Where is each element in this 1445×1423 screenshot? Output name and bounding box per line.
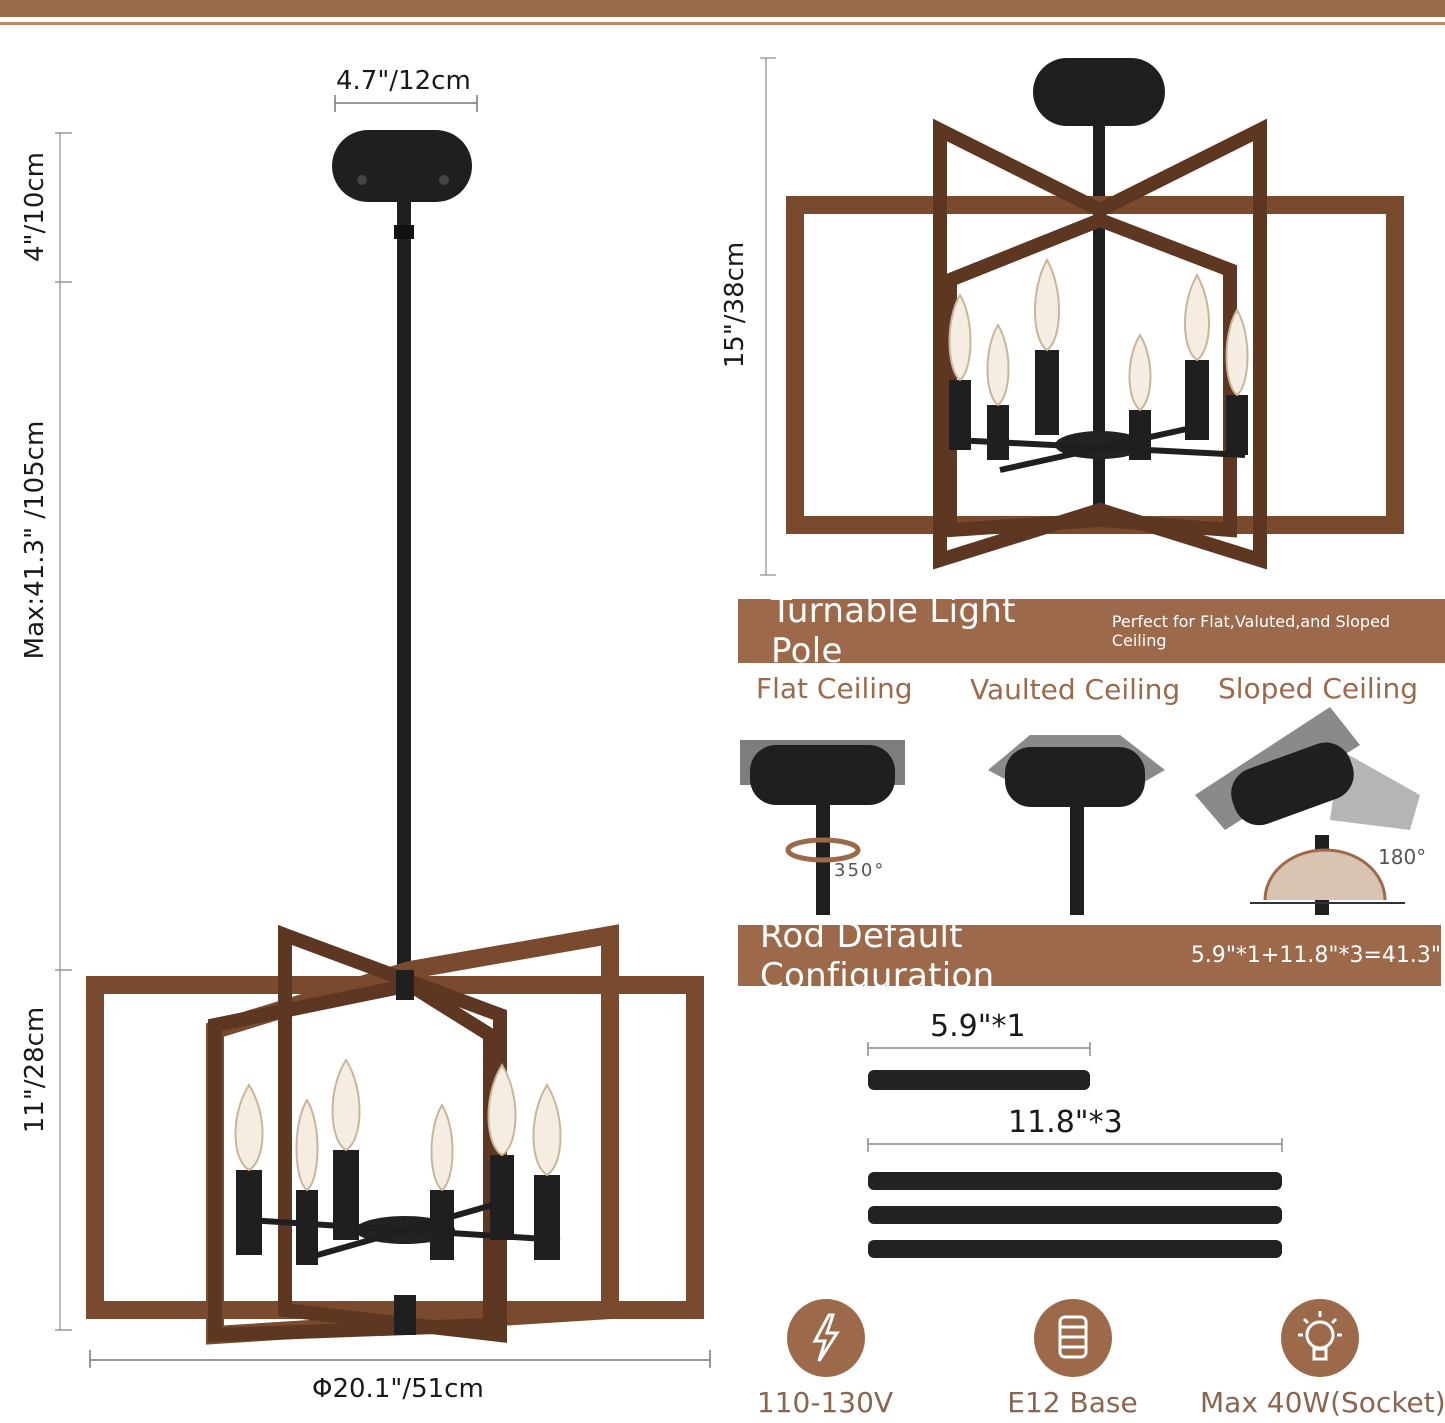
rods-illustration: [867, 1042, 1283, 1258]
flat-ceiling-label: Flat Ceiling: [756, 672, 913, 705]
sloped-ceiling-label: Sloped Ceiling: [1218, 672, 1418, 705]
turnable-subtitle: Perfect for Flat,Valuted,and Sloped Ceil…: [1111, 612, 1391, 650]
short-rod-label: 5.9"*1: [930, 1009, 1026, 1044]
wattage-label: Max 40W(Socket): [1200, 1386, 1445, 1419]
base-label: E12 Base: [1007, 1386, 1138, 1419]
max-length-label: Max:41.3" /105cm: [20, 420, 50, 660]
bulb-base-icon: [1034, 1299, 1112, 1377]
canopy-height-label: 4"/10cm: [20, 152, 50, 262]
rod-band: Rod Default Configuration 5.9"*1+11.8"*3…: [738, 916, 1441, 996]
ceiling-types-illustration: [740, 707, 1420, 915]
pendant-illustration: [55, 95, 711, 1368]
canopy-width-label: 4.7"/12cm: [336, 66, 471, 96]
bulb-icon: [1281, 1299, 1359, 1377]
rod-title: Rod Default Configuration: [760, 915, 995, 996]
sloped-angle-label: 180°: [1378, 845, 1427, 869]
lightning-icon: [787, 1299, 865, 1377]
flush-height-label: 15"/38cm: [720, 241, 750, 369]
rod-formula: 5.9"*1+11.8"*3=41.3": [1190, 943, 1441, 968]
turnable-band: Turnable Light Pole Perfect for Flat,Val…: [738, 591, 1445, 671]
flat-angle-label: 350°: [834, 860, 886, 881]
diameter-label: Φ20.1"/51cm: [312, 1374, 484, 1404]
turnable-title: Turnable Light Pole: [771, 591, 1016, 671]
vaulted-ceiling-label: Vaulted Ceiling: [970, 673, 1181, 706]
flush-mount-illustration: [760, 57, 1404, 576]
top-bar: [0, 0, 1445, 17]
voltage-label: 110-130V: [756, 1386, 894, 1419]
body-height-label: 11"/28cm: [20, 1006, 50, 1134]
long-rod-label: 11.8"*3: [1008, 1105, 1123, 1140]
top-line: [0, 22, 1445, 25]
